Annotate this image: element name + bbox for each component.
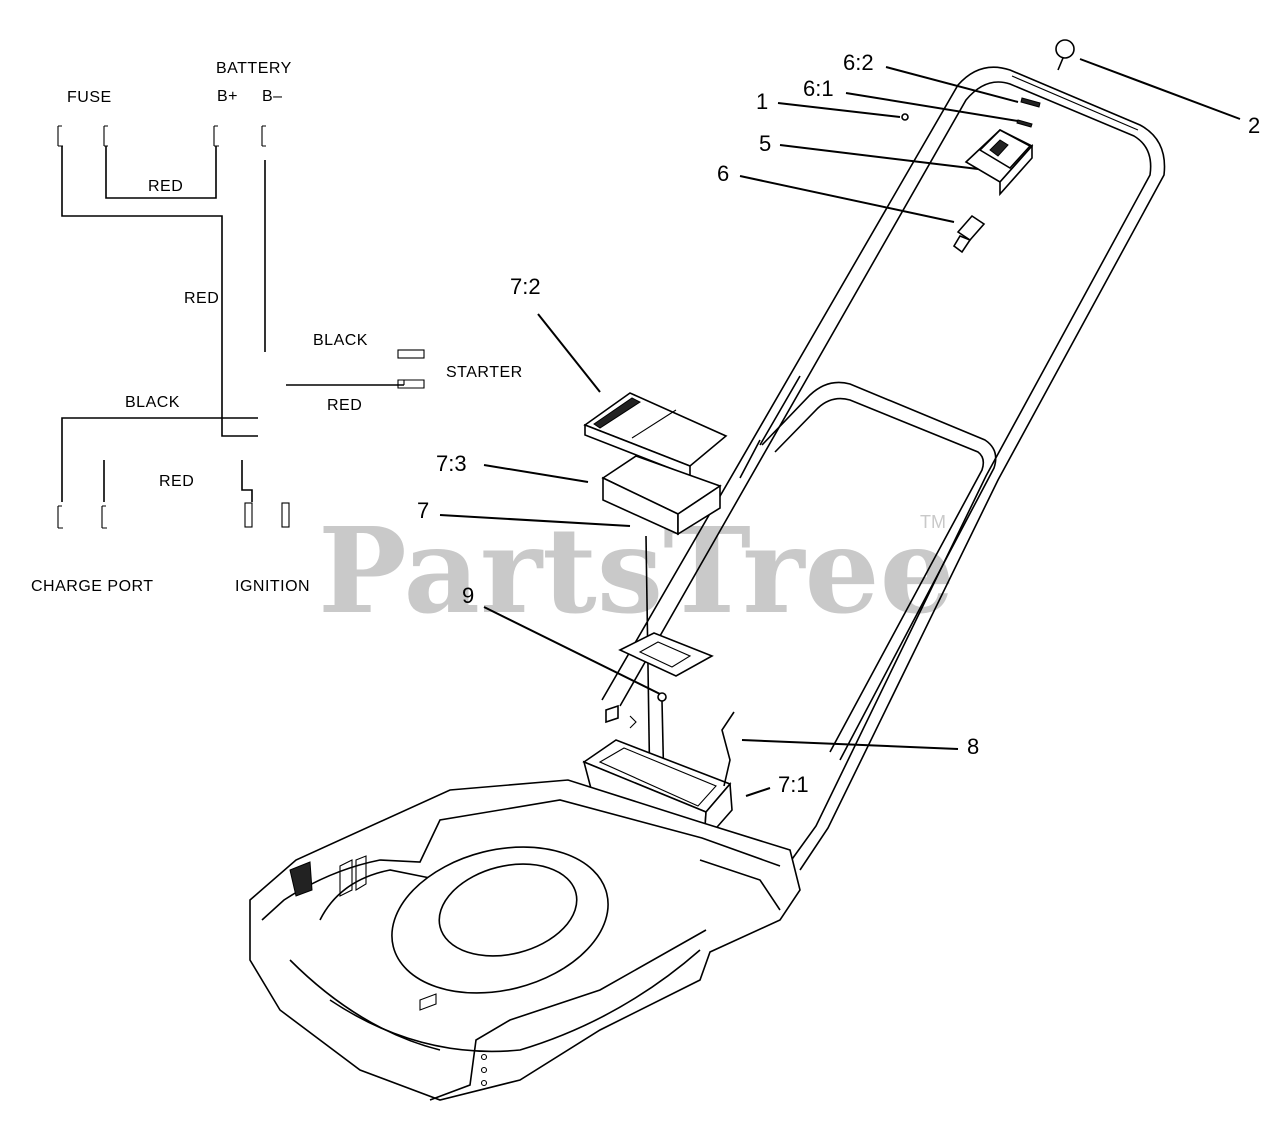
control-box bbox=[964, 129, 1034, 197]
battery-plate bbox=[618, 632, 714, 677]
mower-illustration bbox=[249, 39, 1166, 1101]
callout-5: 5 bbox=[759, 131, 771, 156]
callout-7: 7 bbox=[417, 498, 429, 523]
lower-handle-loop bbox=[761, 381, 997, 761]
leader-7-2 bbox=[537, 313, 601, 393]
wire-black-to-charge bbox=[61, 417, 258, 502]
mower-deck bbox=[249, 779, 801, 1101]
wire-fuse-left bbox=[61, 146, 258, 437]
wire-ignition bbox=[241, 460, 253, 502]
wire-fuse-to-battery-red bbox=[105, 146, 217, 199]
handle-frame-inner bbox=[619, 81, 1152, 863]
starter-terminal-bottom bbox=[397, 379, 425, 389]
fuse-connector bbox=[57, 125, 108, 147]
ignition-label: IGNITION bbox=[235, 578, 310, 595]
callout-9: 9 bbox=[462, 583, 474, 608]
leader-2 bbox=[1079, 58, 1241, 120]
callout-8: 8 bbox=[967, 734, 979, 759]
callout-6-2: 6:2 bbox=[843, 50, 874, 75]
watermark-text: PartsTree bbox=[318, 501, 955, 640]
wire-label-red-fuse: RED bbox=[148, 178, 183, 195]
leader-8 bbox=[741, 739, 959, 750]
wire-label-red-charge: RED bbox=[159, 473, 194, 490]
callout-labels: 6:2 6:1 1 2 5 6 7:2 7:3 7 9 8 7:1 bbox=[417, 50, 1260, 797]
callout-7-2: 7:2 bbox=[510, 274, 541, 299]
leader-5 bbox=[779, 144, 979, 170]
part-6-1 bbox=[1016, 119, 1033, 128]
leader-9 bbox=[483, 606, 661, 695]
ignition-key bbox=[1055, 39, 1075, 71]
battery bbox=[601, 455, 722, 536]
callout-7-3: 7:3 bbox=[436, 451, 467, 476]
callout-6: 6 bbox=[717, 161, 729, 186]
wire-label-black-starter: BLACK bbox=[313, 332, 368, 349]
wire-label-red-starter: RED bbox=[327, 397, 362, 414]
leader-7-1 bbox=[745, 787, 771, 797]
leader-6-2 bbox=[885, 66, 1019, 103]
charge-port-connector bbox=[57, 505, 107, 529]
wire-harness-8 bbox=[721, 711, 735, 787]
leader-6 bbox=[739, 175, 955, 223]
callout-leaders bbox=[439, 58, 1241, 797]
starter-terminal-top bbox=[397, 349, 425, 359]
callout-2: 2 bbox=[1248, 113, 1260, 138]
callout-1: 1 bbox=[756, 89, 768, 114]
leader-7 bbox=[439, 514, 631, 527]
watermark: PartsTree TM bbox=[318, 501, 955, 640]
ignition-connector bbox=[244, 502, 290, 528]
leader-7-3 bbox=[483, 464, 589, 483]
wiring-schematic: FUSE BATTERY B+ B– RED RED BLACK STARTER… bbox=[31, 60, 523, 595]
watermark-trademark: TM bbox=[920, 512, 946, 532]
screw-1 bbox=[901, 113, 909, 121]
handle-frame bbox=[601, 66, 1166, 871]
battery-label: BATTERY bbox=[216, 60, 292, 77]
battery-connector bbox=[213, 125, 266, 147]
starter-label: STARTER bbox=[446, 364, 523, 381]
battery-lid bbox=[583, 392, 728, 478]
battery-negative-label: B– bbox=[262, 88, 283, 105]
callout-7-1: 7:1 bbox=[778, 772, 809, 797]
handle-grip bbox=[1009, 69, 1141, 131]
callout-6-1: 6:1 bbox=[803, 76, 834, 101]
charge-port-label: CHARGE PORT bbox=[31, 578, 154, 595]
battery-positive-label: B+ bbox=[217, 88, 238, 105]
leader-1 bbox=[777, 102, 901, 118]
leader-6-1 bbox=[845, 92, 1019, 122]
part-6-2 bbox=[1020, 97, 1041, 108]
wire-label-black-charge: BLACK bbox=[125, 394, 180, 411]
wire-label-red-main: RED bbox=[184, 290, 219, 307]
fuse-label: FUSE bbox=[67, 89, 112, 106]
starter-switch bbox=[952, 214, 986, 254]
